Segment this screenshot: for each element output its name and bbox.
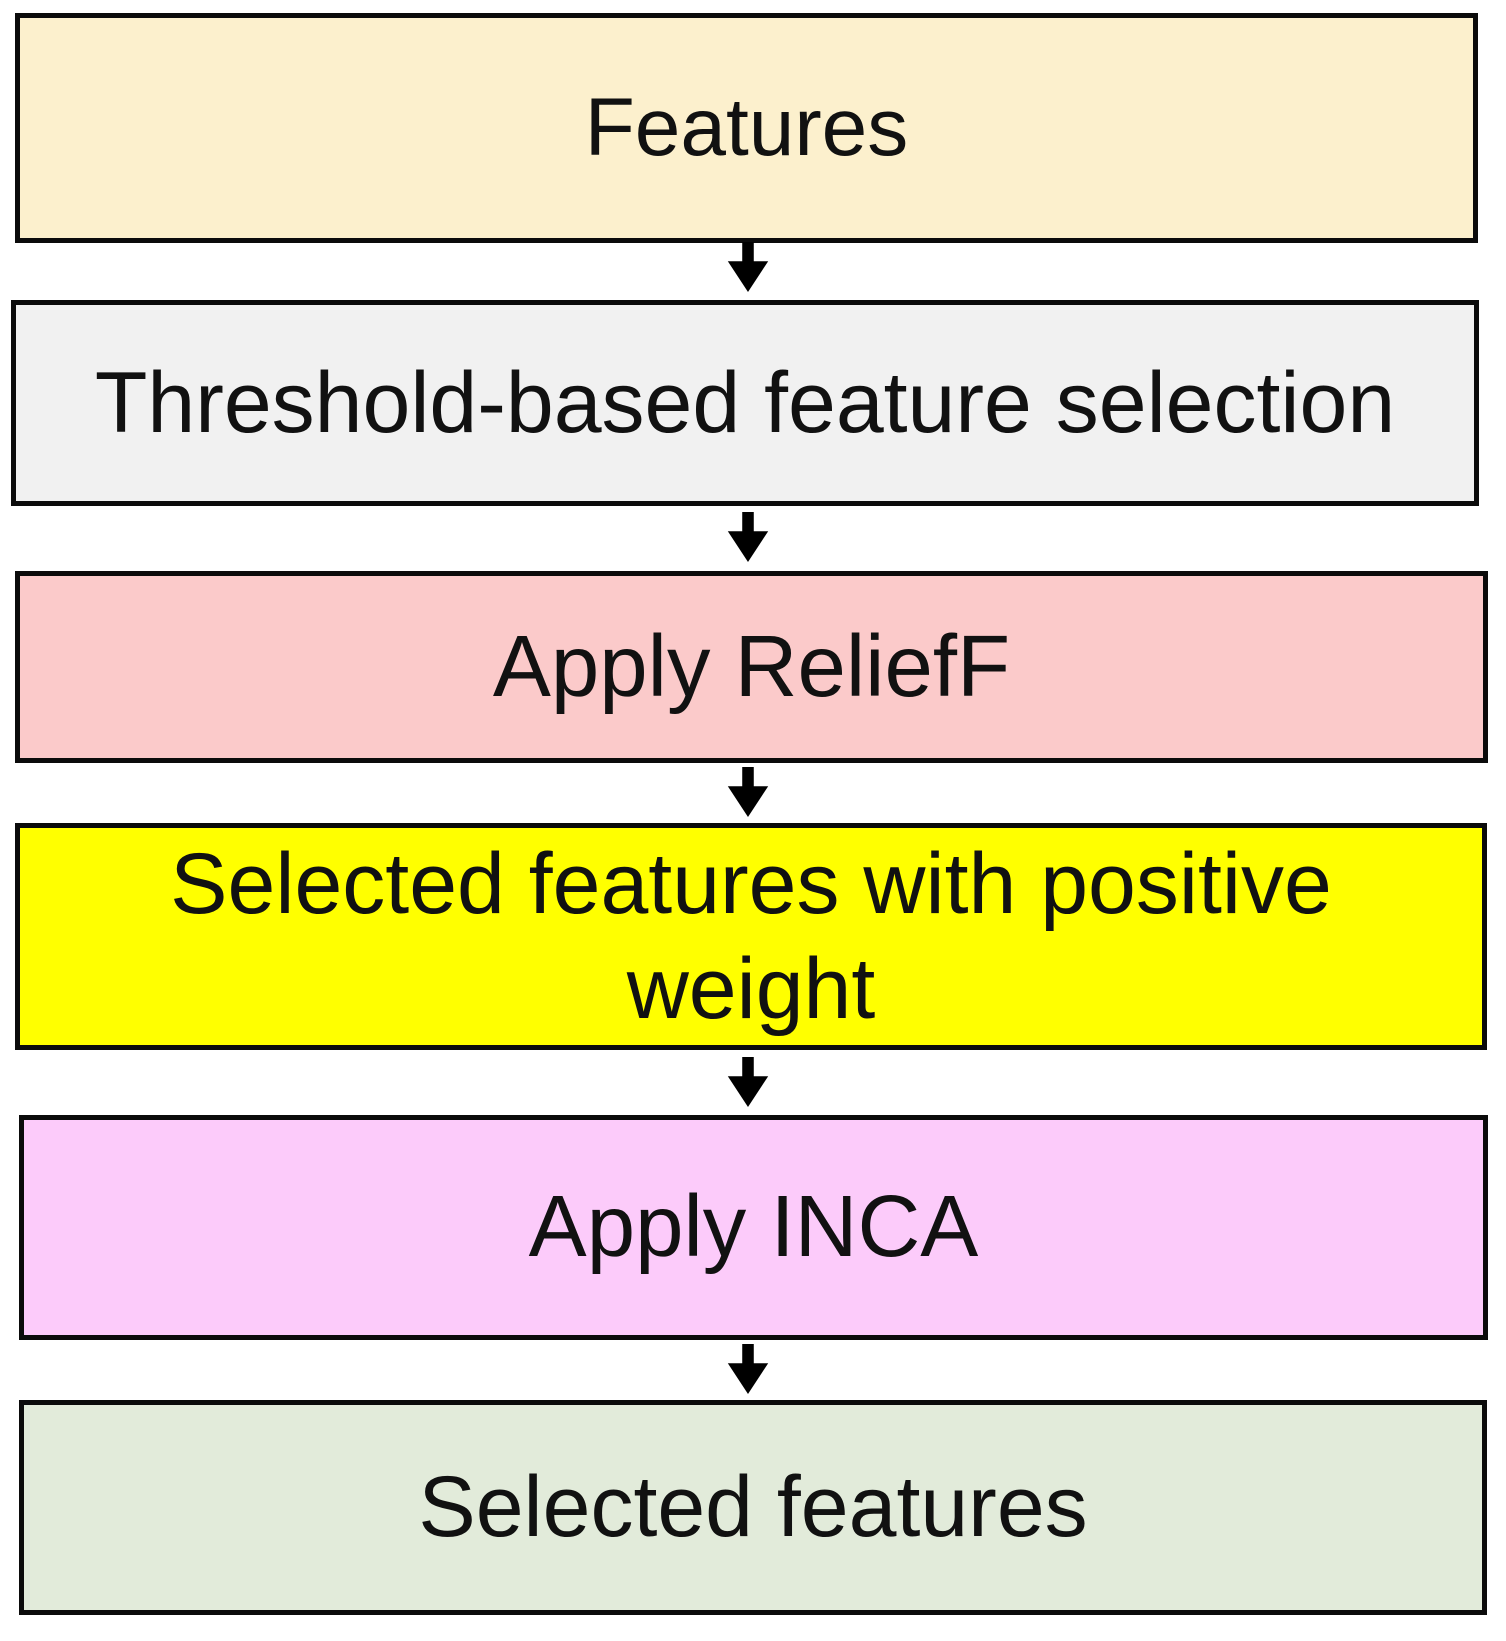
- down-arrow-icon: [726, 512, 770, 562]
- flow-box-selected-features-label: Selected features: [418, 1459, 1088, 1556]
- flow-box-threshold-selection-label: Threshold-based feature selection: [94, 354, 1396, 451]
- flow-box-apply-inca-label: Apply INCA: [528, 1178, 979, 1276]
- flow-box-positive-weight-label: Selected features with positive weight: [170, 835, 1332, 1037]
- down-arrow-icon: [726, 1344, 770, 1394]
- down-arrow-icon: [726, 1057, 770, 1107]
- flow-box-apply-relieff-label: Apply ReliefF: [492, 617, 1011, 715]
- flow-box-selected-features: Selected features: [19, 1400, 1487, 1615]
- flow-box-apply-inca: Apply INCA: [19, 1115, 1488, 1340]
- flow-box-apply-relieff: Apply ReliefF: [15, 571, 1488, 763]
- down-arrow-icon: [726, 242, 770, 292]
- flow-box-features: Features: [15, 13, 1478, 243]
- flow-box-features-label: Features: [584, 81, 909, 173]
- down-arrow-icon: [726, 767, 770, 817]
- flow-box-threshold-selection: Threshold-based feature selection: [11, 300, 1479, 506]
- flow-box-positive-weight: Selected features with positive weight: [15, 823, 1487, 1050]
